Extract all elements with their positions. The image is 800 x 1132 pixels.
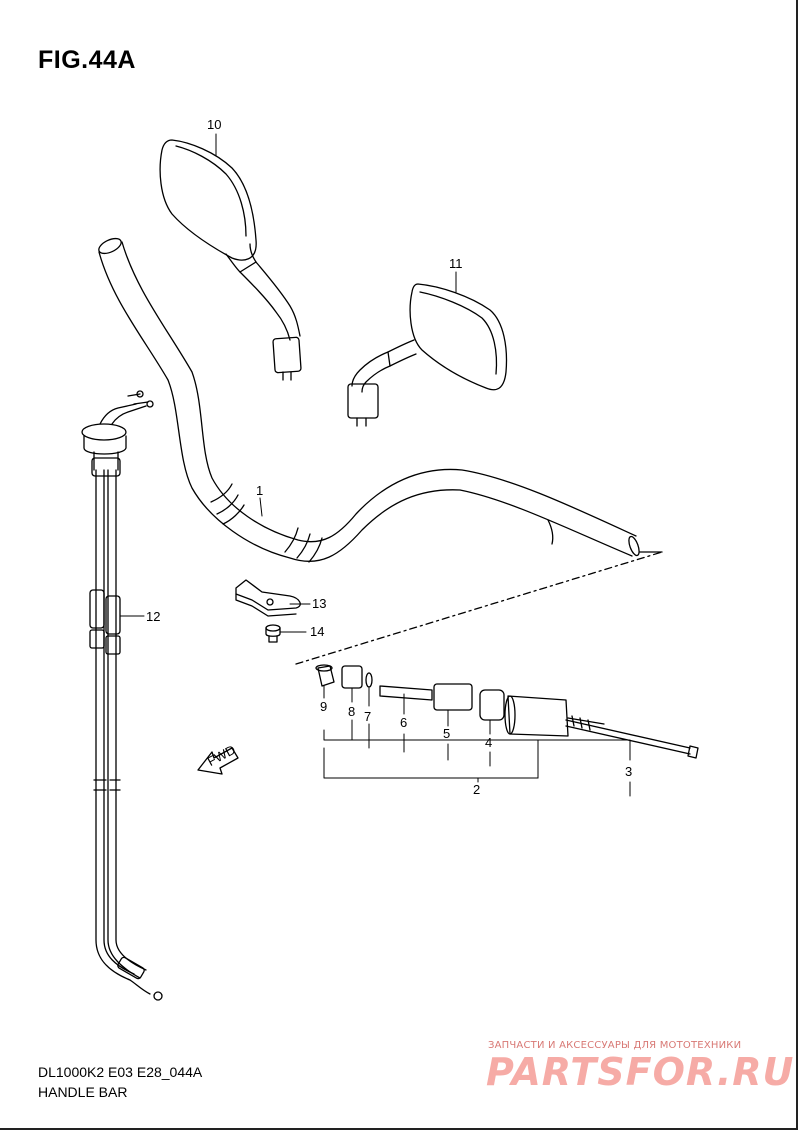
callout-13: 13 bbox=[312, 596, 326, 611]
bar-end-assembly-outline bbox=[295, 551, 663, 665]
cable-clamp-drawing bbox=[235, 579, 301, 617]
callout-3: 3 bbox=[625, 764, 632, 779]
callout-8: 8 bbox=[348, 704, 355, 719]
throttle-cable-drawing bbox=[81, 390, 163, 1001]
callout-14: 14 bbox=[310, 624, 324, 639]
section-name: HANDLE BAR bbox=[38, 1084, 128, 1100]
callout-2: 2 bbox=[473, 782, 480, 797]
figure-title: FIG.44A bbox=[38, 46, 136, 74]
model-code: DL1000K2 E03 E28_044A bbox=[38, 1064, 203, 1080]
mirror-right-drawing bbox=[347, 283, 508, 427]
callout-5: 5 bbox=[443, 726, 450, 741]
watermark-logo: PARTSFOR.RU bbox=[486, 1050, 795, 1094]
callout-7: 7 bbox=[364, 709, 371, 724]
callout-6: 6 bbox=[400, 715, 407, 730]
forward-arrow bbox=[197, 747, 239, 775]
bar-end-parts-drawing bbox=[315, 664, 699, 759]
callout-12: 12 bbox=[146, 609, 160, 624]
callout-9: 9 bbox=[320, 699, 327, 714]
callout-1: 1 bbox=[256, 483, 263, 498]
callout-11: 11 bbox=[449, 256, 463, 271]
mirror-left-drawing bbox=[159, 139, 302, 381]
callout-10: 10 bbox=[207, 117, 221, 132]
handlebar-drawing bbox=[98, 237, 640, 563]
leader-lines bbox=[119, 133, 631, 797]
bolt-drawing bbox=[265, 624, 281, 643]
watermark-tagline: ЗАПЧАСТИ И АКСЕССУАРЫ ДЛЯ МОТОТЕХНИКИ bbox=[488, 1040, 742, 1051]
callout-4: 4 bbox=[485, 735, 492, 750]
